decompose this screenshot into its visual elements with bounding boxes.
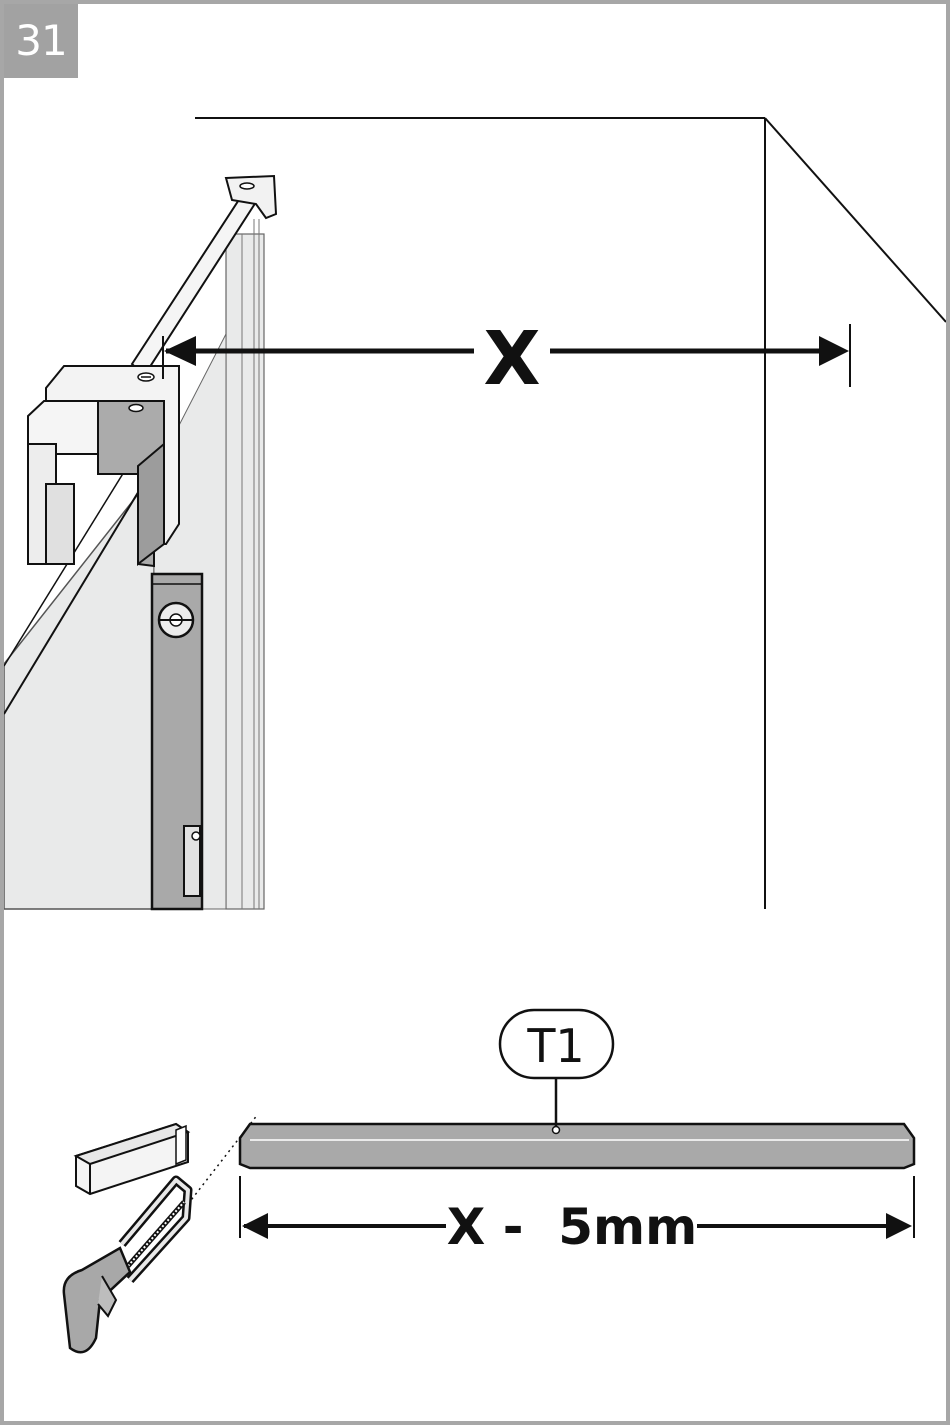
installation-diagram: X T1 X - 5mm bbox=[4, 4, 946, 1421]
top-dimension-label: X bbox=[483, 316, 540, 402]
bar-t1 bbox=[240, 1124, 914, 1168]
part-callout-label: T1 bbox=[526, 1019, 584, 1073]
bottom-dimension-label: X - 5mm bbox=[447, 1198, 698, 1256]
callout-anchor bbox=[553, 1127, 560, 1134]
wall-profile bbox=[152, 574, 202, 909]
hacksaw-icon bbox=[64, 1180, 188, 1352]
wall-outline bbox=[195, 118, 946, 909]
glass-clamp bbox=[28, 366, 179, 566]
